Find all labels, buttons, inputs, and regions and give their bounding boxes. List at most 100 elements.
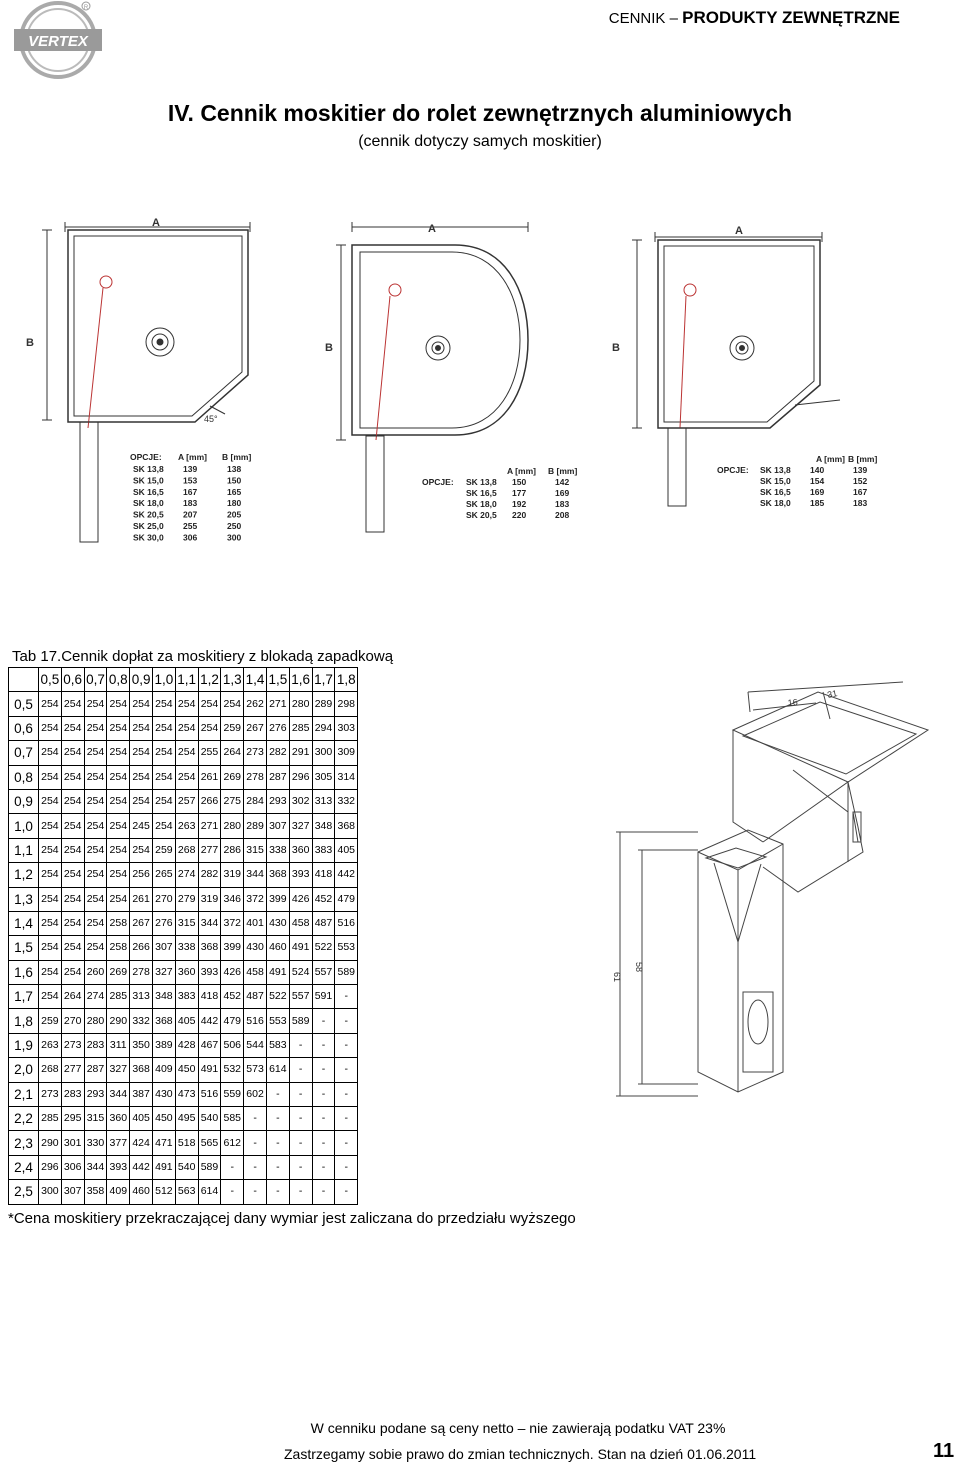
price-cell: 301 <box>60 1130 85 1156</box>
option-cell: 150 <box>512 477 526 487</box>
price-cell: 285 <box>288 715 313 742</box>
price-cell: 393 <box>106 1154 131 1181</box>
row-header: 1,2 <box>8 862 39 888</box>
footer-disclaimer: Zastrzegamy sobie prawo do zmian technic… <box>284 1446 757 1462</box>
price-cell: 254 <box>38 740 62 766</box>
price-cell: 424 <box>129 1130 153 1156</box>
option-cell: 192 <box>512 499 526 509</box>
price-cell: 254 <box>83 837 108 864</box>
price-cell: 245 <box>129 813 153 839</box>
option-cell: 139 <box>853 465 867 475</box>
price-cell: - <box>334 1057 359 1083</box>
svg-text:A [mm]: A [mm] <box>507 466 536 476</box>
row-header: 0,5 <box>8 691 39 717</box>
row-header: 0,9 <box>8 788 39 815</box>
price-cell: 254 <box>83 910 108 937</box>
price-cell: 344 <box>243 862 267 888</box>
price-cell: 450 <box>174 1057 199 1083</box>
option-cell: 153 <box>183 475 197 485</box>
price-cell: 491 <box>288 935 313 961</box>
dim-label: B <box>325 342 333 354</box>
price-cell: 254 <box>60 740 85 766</box>
price-cell: 254 <box>38 788 62 815</box>
price-cell: 307 <box>151 935 176 961</box>
price-cell: 458 <box>288 910 313 937</box>
price-cell: 279 <box>174 886 199 912</box>
price-cell: - <box>311 1106 336 1132</box>
price-cell: 269 <box>106 959 131 986</box>
price-cell: 257 <box>174 788 199 815</box>
price-cell: 265 <box>151 862 176 888</box>
price-cell: 271 <box>197 813 222 839</box>
row-header: 1,5 <box>8 935 39 961</box>
price-cell: 315 <box>83 1106 108 1132</box>
header-section: PRODUKTY ZEWNĘTRZNE <box>682 8 900 27</box>
price-cell: 254 <box>106 837 131 864</box>
price-cell: - <box>334 1154 359 1181</box>
price-cell: 293 <box>83 1081 108 1108</box>
price-cell: 612 <box>220 1130 245 1156</box>
price-cell: 254 <box>83 788 108 815</box>
price-cell: 271 <box>265 691 290 717</box>
price-cell: 487 <box>243 984 267 1010</box>
price-cell: 286 <box>220 837 245 864</box>
page-subtitle: (cennik dotyczy samych moskitier) <box>358 133 602 150</box>
price-cell: 254 <box>151 813 176 839</box>
price-cell: - <box>334 1179 359 1205</box>
price-cell: 602 <box>243 1081 267 1108</box>
price-cell: - <box>265 1179 290 1205</box>
price-cell: 254 <box>83 691 108 717</box>
price-cell: 270 <box>60 1008 85 1034</box>
price-cell: 259 <box>220 715 245 742</box>
price-cell: 290 <box>106 1008 131 1034</box>
price-cell: 275 <box>220 788 245 815</box>
price-cell: 254 <box>38 813 62 839</box>
row-header: 2,1 <box>8 1081 39 1108</box>
row-header: 0,8 <box>8 764 39 790</box>
price-cell: 259 <box>38 1008 62 1034</box>
price-cell: 314 <box>334 764 359 790</box>
price-cell: 442 <box>334 862 359 888</box>
price-cell: - <box>288 1032 313 1059</box>
price-cell: 285 <box>38 1106 62 1132</box>
price-cell: 254 <box>60 764 85 790</box>
dim-16: 16 <box>787 697 798 708</box>
option-cell: SK 16,5 <box>466 488 497 498</box>
price-cell: 254 <box>83 862 108 888</box>
price-cell: 259 <box>151 837 176 864</box>
price-cell: 254 <box>129 740 153 766</box>
price-cell: 614 <box>265 1057 290 1083</box>
price-cell: 430 <box>265 910 290 937</box>
price-cell: 524 <box>288 959 313 986</box>
price-cell: 553 <box>265 1008 290 1034</box>
price-cell: 294 <box>311 715 336 742</box>
svg-text:B [mm]: B [mm] <box>548 466 577 476</box>
price-cell: - <box>243 1179 267 1205</box>
column-header: 1,2 <box>197 666 222 693</box>
price-cell: 409 <box>106 1179 131 1205</box>
box-drawing-2 <box>336 222 529 533</box>
dim-label: A <box>428 223 436 235</box>
price-cell: 267 <box>129 910 153 937</box>
price-cell: 372 <box>220 910 245 937</box>
price-cell: 350 <box>129 1032 153 1059</box>
price-cell: 258 <box>106 910 131 937</box>
price-cell: 479 <box>220 1008 245 1034</box>
price-cell: 506 <box>220 1032 245 1059</box>
price-cell: - <box>220 1154 245 1181</box>
column-header: 1,5 <box>265 666 290 693</box>
dim-label: A <box>152 217 160 229</box>
option-cell: 208 <box>555 510 569 520</box>
option-cell: 138 <box>227 464 241 474</box>
price-cell: 276 <box>265 715 290 742</box>
option-cell: SK 20,5 <box>133 510 164 520</box>
price-cell: 585 <box>220 1106 245 1132</box>
price-cell: 387 <box>129 1081 153 1108</box>
price-cell: - <box>311 1032 336 1059</box>
